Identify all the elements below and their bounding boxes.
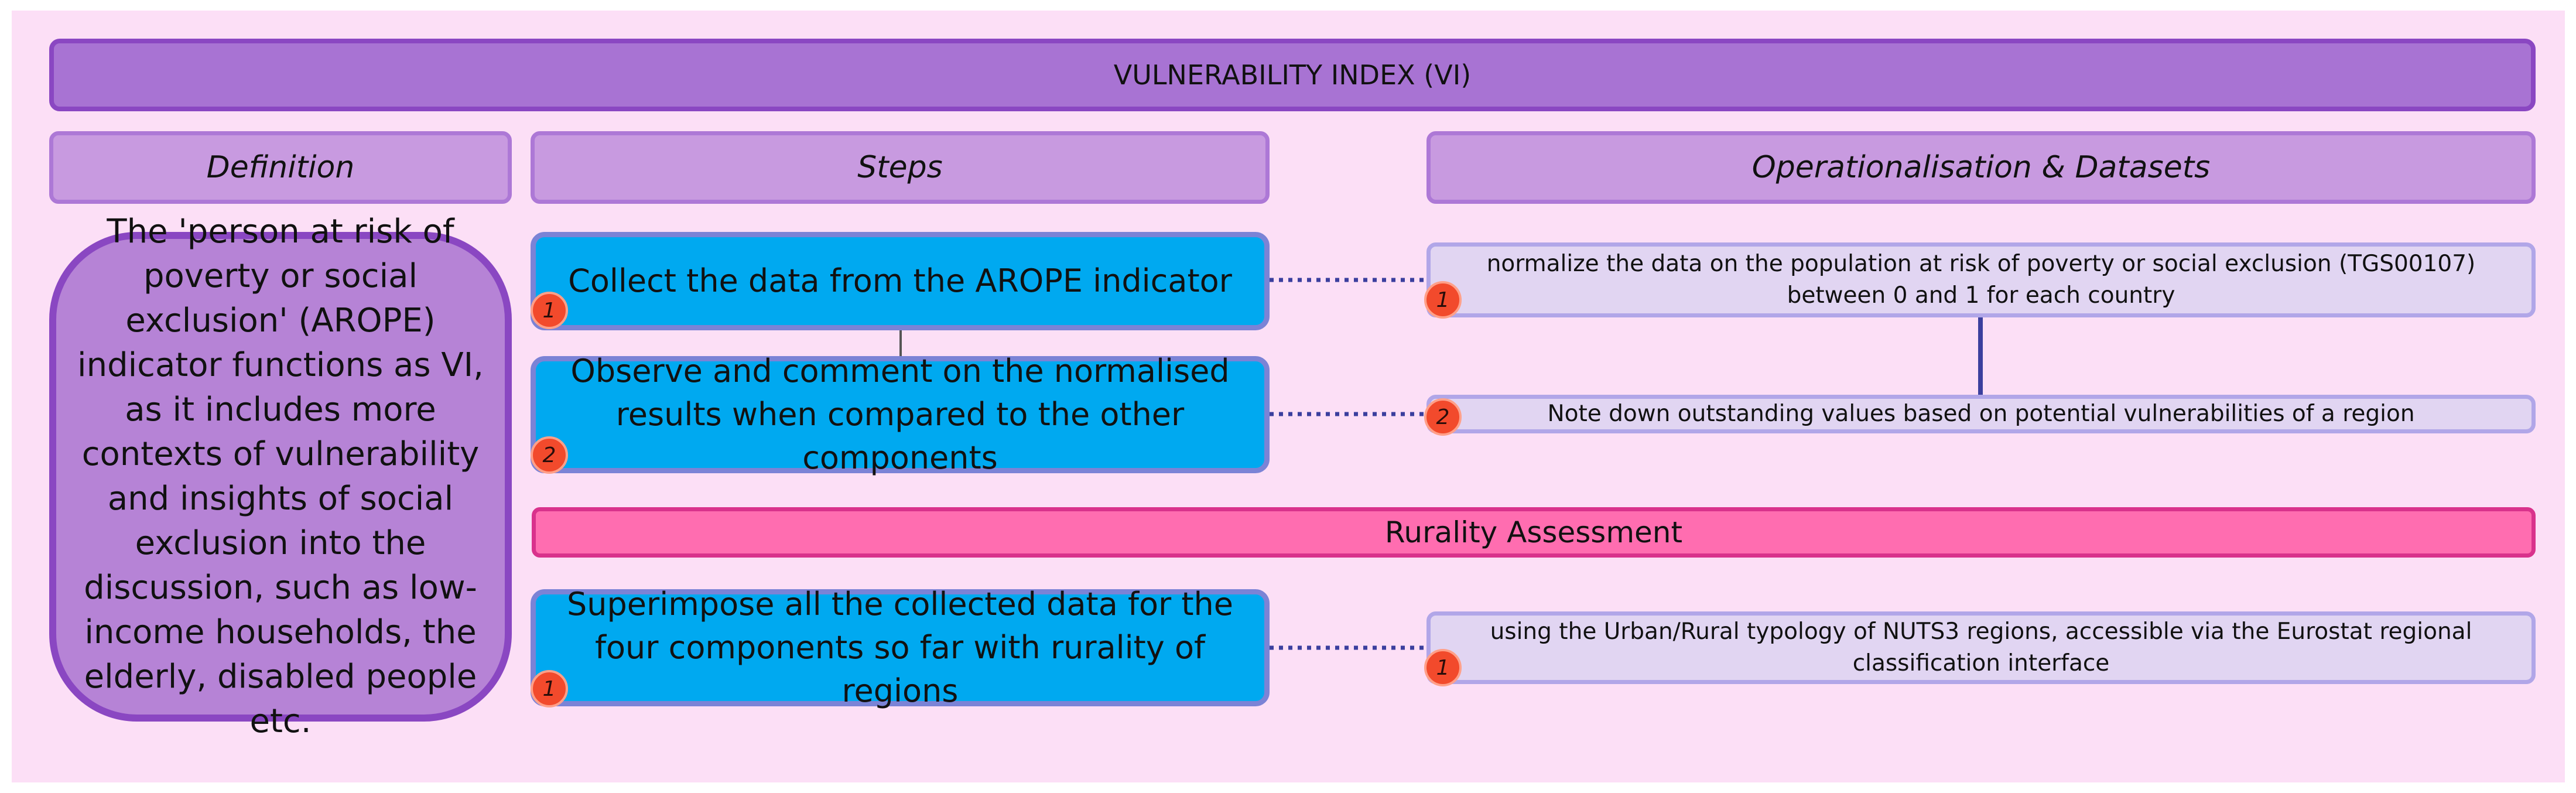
definition-text: The 'person at risk of poverty or social… [49, 213, 512, 740]
rurality-step-1: Superimpose all the collected data for t… [531, 586, 1270, 709]
step-2: Observe and comment on the normalised re… [531, 353, 1270, 476]
header-operationalisation: Operationalisation & Datasets [1426, 131, 2536, 204]
operation-1: normalize the data on the population at … [1426, 242, 2536, 317]
step-1: Collect the data from the AROPE indicato… [531, 232, 1270, 330]
header-definition: Definition [49, 131, 512, 204]
step-1-badge: 1 [531, 292, 568, 329]
page-title: VULNERABILITY INDEX (VI) [49, 39, 2536, 111]
rurality-step-1-badge: 1 [531, 670, 568, 707]
operation-2: Note down outstanding values based on po… [1426, 395, 2536, 433]
rurality-assessment-bar: Rurality Assessment [532, 507, 2536, 558]
rurality-operation-1: using the Urban/Rural typology of NUTS3 … [1426, 611, 2536, 684]
header-steps: Steps [531, 131, 1270, 204]
operation-2-badge: 2 [1424, 398, 1462, 436]
step-2-badge: 2 [531, 436, 568, 474]
operation-1-badge: 1 [1424, 281, 1462, 319]
rurality-operation-1-badge: 1 [1424, 649, 1462, 686]
